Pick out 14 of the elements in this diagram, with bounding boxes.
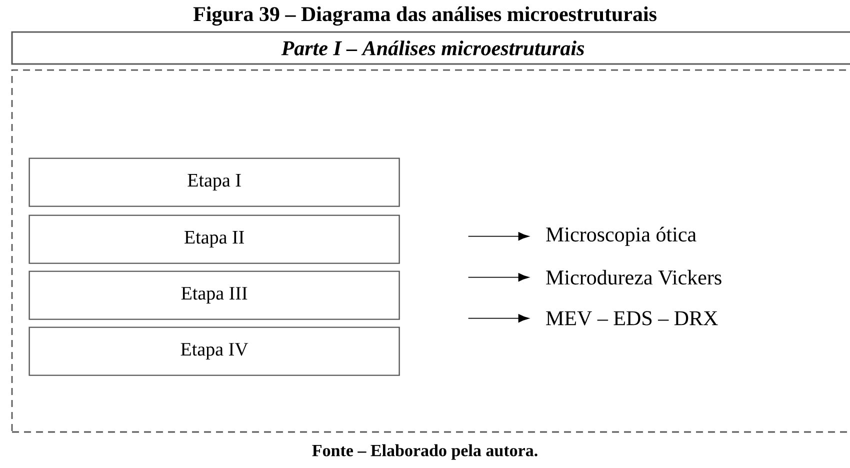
figure-title: Figura 39 – Diagrama das análises microestruturais (193, 6, 656, 26)
dashed-frame (11, 69, 850, 433)
analysis-label: Microdureza Vickers (546, 270, 722, 285)
section-header-box: Parte I – Análises microestruturais (11, 31, 850, 65)
arrow (468, 232, 530, 240)
stage-box: Etapa IV (28, 326, 400, 376)
arrow (468, 314, 530, 322)
analysis-label: MEV – EDS – DRX (546, 311, 718, 326)
stage-box: Etapa III (28, 270, 400, 320)
stage-box: Etapa I (28, 158, 400, 207)
stage-box: Etapa II (28, 214, 400, 264)
figure-caption: Fonte – Elaborado pela autora. (312, 444, 538, 460)
arrow (468, 273, 530, 282)
analysis-label: Microscopia ótica (546, 226, 696, 246)
